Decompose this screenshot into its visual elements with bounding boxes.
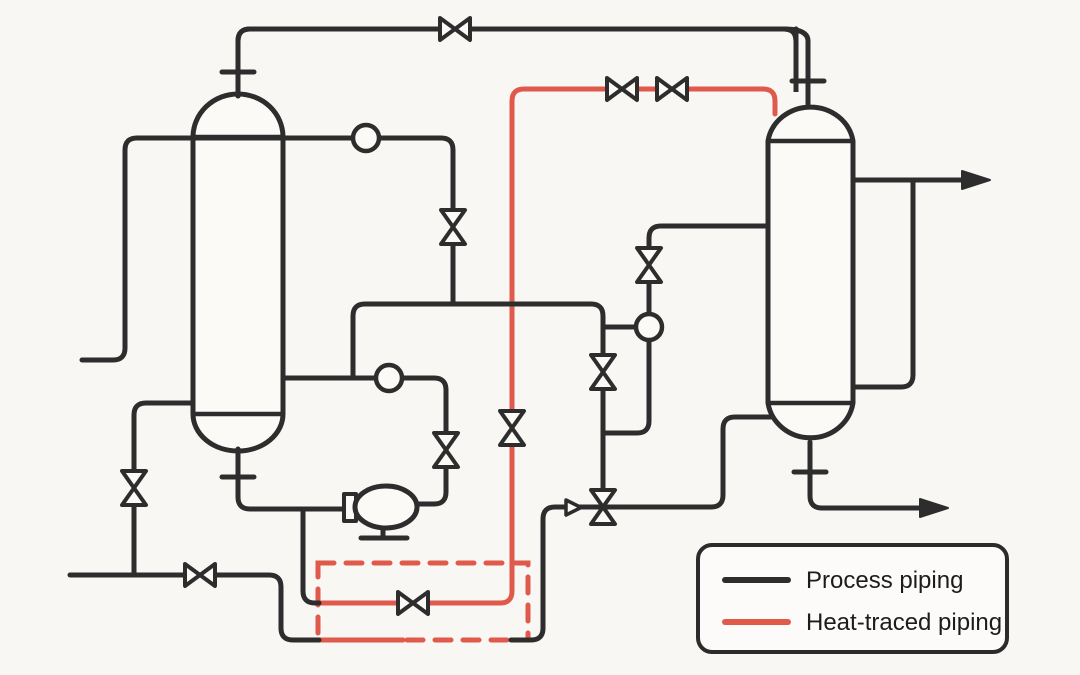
right-vessel — [765, 104, 856, 441]
left-vessel — [190, 91, 286, 454]
overhead-line — [235, 26, 799, 99]
overhead-line-main — [235, 26, 799, 99]
valve-icon — [439, 208, 467, 246]
instruments — [350, 122, 665, 394]
left-side-nozzle-line — [131, 400, 196, 578]
instrument-circle-icon — [633, 311, 665, 343]
instrument-circle-icon — [373, 362, 405, 394]
right-vessel-shell — [765, 104, 856, 441]
pump-casing — [352, 483, 420, 531]
instrument-circle-icon — [350, 122, 382, 154]
overhead-downcomer — [781, 26, 811, 107]
valve-icon — [432, 431, 460, 469]
legend: Process piping Heat-traced piping — [696, 543, 1009, 654]
flow-arrow-icon — [919, 498, 949, 518]
right-feed-line — [508, 414, 774, 643]
legend-label-process: Process piping — [806, 567, 963, 594]
pump-discharge-line — [280, 375, 449, 507]
valve-icon — [589, 353, 617, 391]
right-bottoms-line — [807, 439, 925, 511]
valve-icon — [438, 16, 472, 42]
valve-icon — [183, 562, 217, 588]
valve-icon — [605, 76, 639, 102]
valve-icon — [635, 246, 663, 284]
valve-icon — [396, 590, 430, 616]
bottom-left-feed-line — [67, 572, 322, 643]
flange-ticks — [219, 69, 829, 480]
left-vessel-shell — [190, 91, 286, 454]
open-flow-arrow-icon — [564, 498, 583, 517]
right-side-loop — [850, 177, 916, 390]
mid-crossover-line — [350, 301, 606, 499]
flow-arrow-icon — [961, 170, 991, 190]
valve-icon — [120, 469, 148, 507]
legend-box — [696, 543, 1009, 654]
valve-icon — [498, 409, 526, 447]
pump-suction-line — [235, 446, 348, 512]
flow-arrows — [564, 170, 991, 518]
legend-label-traced: Heat-traced piping — [806, 609, 1002, 636]
valve-icon — [655, 76, 689, 102]
heat-traced-main-line — [316, 86, 778, 606]
suction-branch-down — [300, 506, 322, 606]
pump — [342, 483, 420, 541]
process-piping — [67, 26, 967, 643]
seam-level-line — [79, 135, 456, 363]
